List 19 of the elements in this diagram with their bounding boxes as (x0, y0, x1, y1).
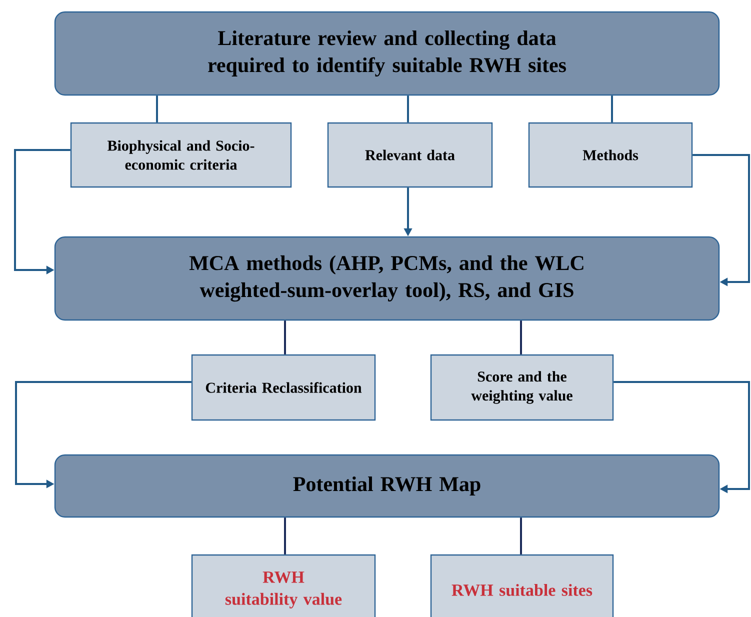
process-box: Literature review and collecting data required to identify suitable RWH sites (54, 11, 720, 96)
item-box: RWH suitability value (191, 554, 376, 617)
connector-line (284, 320, 286, 354)
connector-line (156, 96, 158, 122)
arrow (614, 381, 750, 494)
connector-line (284, 518, 286, 554)
item-box: Methods (528, 122, 693, 188)
arrow (692, 154, 750, 286)
process-box: Potential RWH Map (54, 454, 720, 518)
item-box: Relevant data (327, 122, 493, 188)
connector-line (407, 96, 409, 122)
connector-line (520, 320, 522, 354)
connector-line (611, 96, 613, 122)
process-box: MCA methods (AHP, PCMs, and the WLC weighted-sum-overlay tool), RS, and GIS (54, 236, 720, 321)
item-box: Criteria Reclassification (191, 354, 376, 421)
connector-line (520, 518, 522, 554)
item-box: Biophysical and Socio-economic criteria (70, 122, 292, 188)
item-box: RWH suitable sites (430, 554, 614, 617)
item-box: Score and the weighting value (430, 354, 614, 421)
